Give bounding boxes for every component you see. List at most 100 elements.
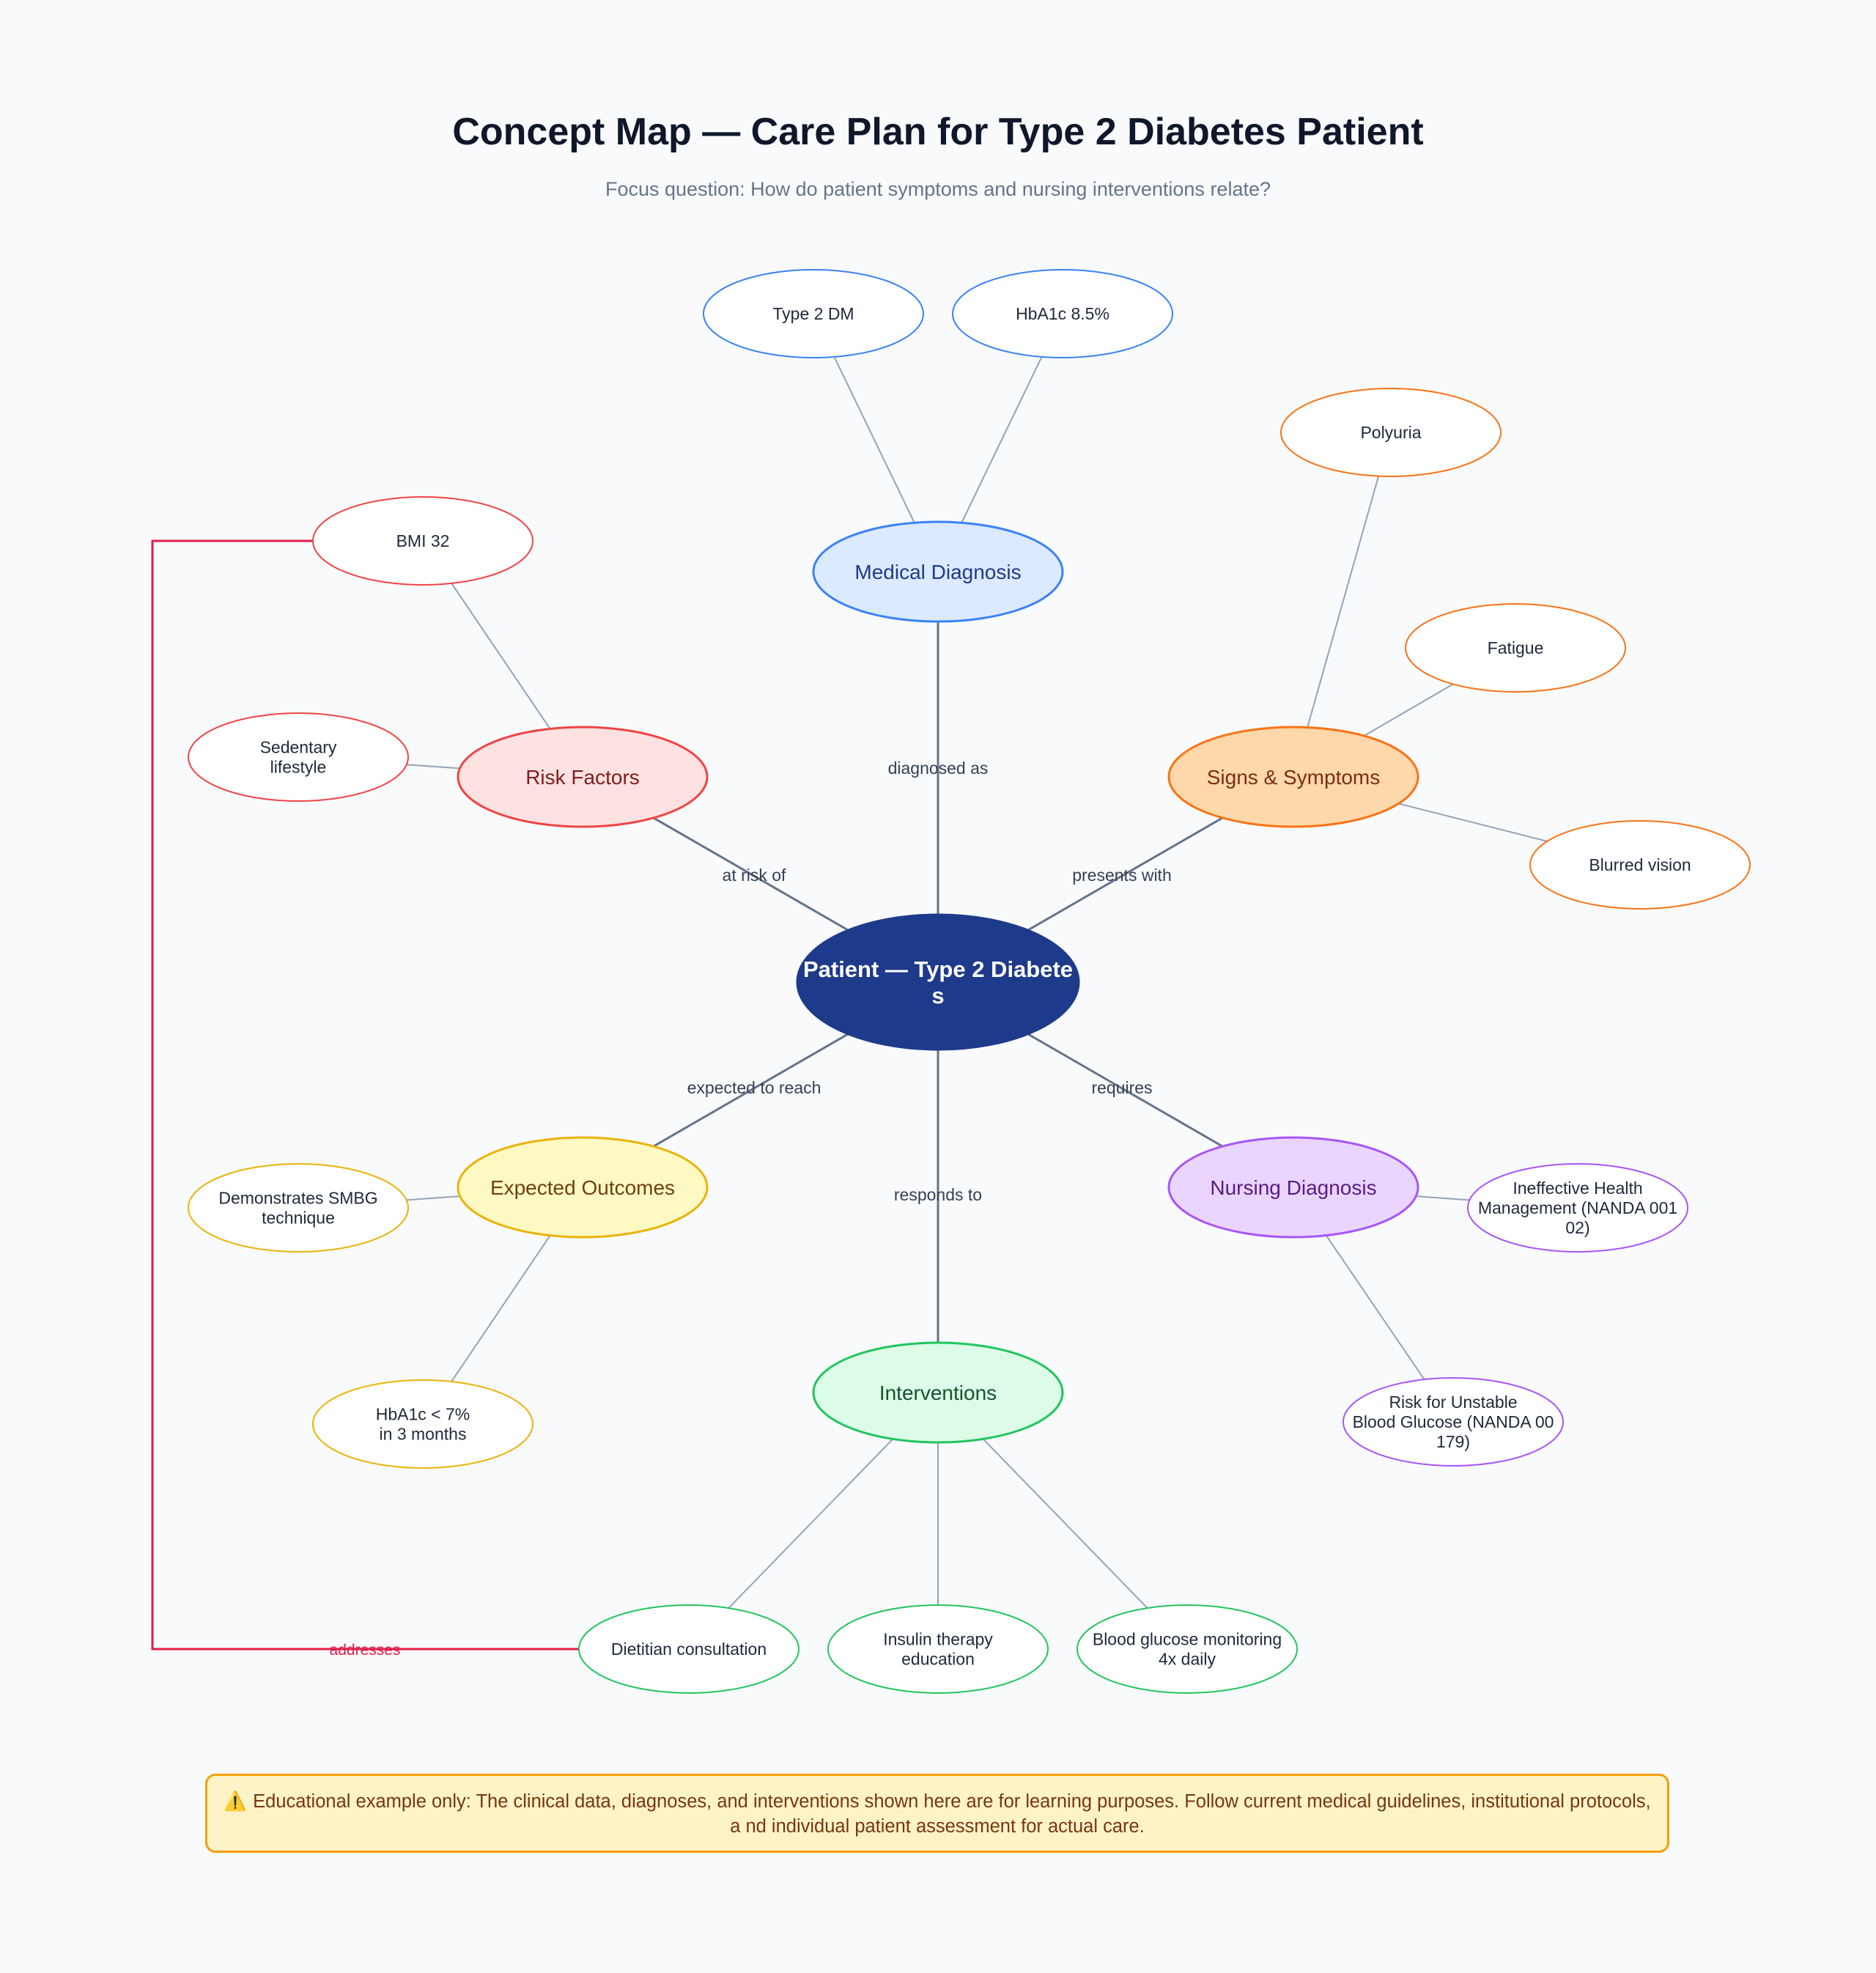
category-signs-symptoms[interactable]: Signs & Symptoms	[1167, 726, 1419, 828]
category-risk-factors[interactable]: Risk Factors	[457, 726, 709, 828]
sublink-signs-symptoms	[1398, 803, 1548, 842]
category-nursing-diagnosis-label: Nursing Diagnosis	[1210, 1176, 1376, 1199]
concept-insulin-therapy-education-shape	[827, 1604, 1049, 1694]
category-expected-outcomes[interactable]: Expected Outcomes	[457, 1136, 709, 1239]
sublink-signs-symptoms	[1363, 683, 1454, 737]
category-signs-symptoms-label: Signs & Symptoms	[1207, 766, 1381, 789]
sublink-nursing-diagnosis	[1416, 1195, 1470, 1201]
concept-ineffective-health-management-nanda-001-02-label: 02)	[1565, 1218, 1589, 1237]
link-signs-symptoms	[1027, 816, 1223, 932]
concept-type-2-dm[interactable]: Type 2 DM	[703, 269, 924, 358]
warning-icon: ⚠️	[224, 1791, 248, 1812]
concept-hba1c-7-in-3-months-label: in 3 months	[380, 1425, 467, 1444]
concept-ineffective-health-management-nanda-001-02-label: Management (NANDA 001	[1478, 1198, 1677, 1217]
category-medical-diagnosis-label: Medical Diagnosis	[854, 561, 1021, 583]
disclaimer-banner: ⚠️Educational example only: The clinical…	[205, 1774, 1669, 1853]
category-nursing-diagnosis[interactable]: Nursing Diagnosis	[1167, 1136, 1419, 1239]
category-interventions[interactable]: Interventions	[812, 1341, 1064, 1444]
page-title: Concept Map — Care Plan for Type 2 Diabe…	[452, 111, 1424, 153]
link-nursing-diagnosis	[1027, 1033, 1223, 1148]
link-risk-factors	[653, 816, 849, 932]
concept-risk-for-unstable-blood-glucose-nanda-00-179-label: 179)	[1436, 1432, 1470, 1451]
link-label-text: expected to reach	[687, 1078, 821, 1097]
concept-sedentary-lifestyle-label: Sedentary	[260, 738, 337, 757]
central-concept-shape	[796, 913, 1080, 1051]
category-risk-factors-label: Risk Factors	[525, 766, 640, 789]
sublink-nursing-diagnosis	[1325, 1235, 1425, 1380]
concept-risk-for-unstable-blood-glucose-nanda-00-179-shape	[1343, 1377, 1564, 1467]
concept-demonstrates-smbg-technique-label: Demonstrates SMBG	[218, 1189, 377, 1208]
link-label-text: requires	[1091, 1078, 1152, 1097]
link-label-text: diagnosed as	[888, 759, 989, 778]
focus-question: Focus question: How do patient symptoms …	[605, 178, 1271, 200]
concept-ineffective-health-management-nanda-001-02-shape	[1467, 1163, 1688, 1253]
concept-blurred-vision-label: Blurred vision	[1589, 855, 1691, 874]
concept-dietitian-consultation[interactable]: Dietitian consultation	[578, 1604, 799, 1694]
concept-hba1c-8-5-shape	[952, 269, 1173, 358]
central-concept[interactable]: Patient — Type 2 Diabetes	[796, 913, 1080, 1051]
central-concept-label: Patient — Type 2 Diabete	[803, 956, 1073, 982]
link-label-risk-factors: at risk of	[723, 866, 787, 885]
concept-fatigue[interactable]: Fatigue	[1405, 603, 1626, 693]
concept-risk-for-unstable-blood-glucose-nanda-00-179-label: Blood Glucose (NANDA 00	[1353, 1412, 1554, 1431]
concept-hba1c-7-in-3-months[interactable]: HbA1c < 7%in 3 months	[312, 1379, 533, 1469]
category-risk-factors-shape	[457, 726, 709, 828]
concept-ineffective-health-management-nanda-001-02-label: Ineffective Health	[1513, 1179, 1642, 1198]
link-label-expected-outcomes: expected to reach	[687, 1078, 821, 1097]
concept-sedentary-lifestyle-label: lifestyle	[270, 758, 327, 777]
concept-fatigue-shape	[1405, 603, 1626, 693]
concept-hba1c-7-in-3-months-shape	[312, 1379, 533, 1469]
sublink-medical-diagnosis	[961, 356, 1043, 523]
category-signs-symptoms-shape	[1167, 726, 1419, 828]
concept-demonstrates-smbg-technique-label: technique	[262, 1209, 335, 1228]
link-label-medical-diagnosis: diagnosed as	[888, 759, 989, 778]
concept-bmi-32[interactable]: BMI 32	[312, 496, 533, 586]
concept-fatigue-label: Fatigue	[1488, 638, 1544, 657]
disclaimer-text: Educational example only: The clinical d…	[253, 1791, 1651, 1837]
concept-polyuria[interactable]: Polyuria	[1280, 388, 1502, 477]
concept-polyuria-shape	[1280, 388, 1502, 477]
sublink-signs-symptoms	[1307, 476, 1380, 728]
concept-insulin-therapy-education-label: education	[901, 1650, 975, 1669]
concept-bmi-32-label: BMI 32	[396, 531, 450, 550]
category-medical-diagnosis[interactable]: Medical Diagnosis	[812, 520, 1064, 623]
concept-hba1c-7-in-3-months-label: HbA1c < 7%	[376, 1405, 470, 1424]
sublink-interventions	[982, 1438, 1148, 1609]
link-label-signs-symptoms: presents with	[1072, 866, 1172, 885]
cross-link-addresses	[151, 539, 579, 1651]
sublink-medical-diagnosis	[833, 356, 915, 523]
concept-type-2-dm-shape	[703, 269, 924, 358]
concept-blood-glucose-monitoring-4x-daily-label: Blood glucose monitoring	[1093, 1630, 1282, 1649]
sublink-risk-factors	[451, 583, 551, 729]
concept-hba1c-8-5[interactable]: HbA1c 8.5%	[952, 269, 1173, 358]
sublink-risk-factors	[406, 764, 460, 770]
concept-demonstrates-smbg-technique-shape	[188, 1163, 409, 1253]
category-expected-outcomes-shape	[457, 1136, 709, 1239]
category-nursing-diagnosis-shape	[1167, 1136, 1419, 1239]
concept-type-2-dm-label: Type 2 DM	[772, 304, 854, 323]
concept-blood-glucose-monitoring-4x-daily-label: 4x daily	[1159, 1650, 1216, 1669]
link-label-interventions: responds to	[894, 1185, 982, 1204]
concept-risk-for-unstable-blood-glucose-nanda-00-179-label: Risk for Unstable	[1389, 1393, 1517, 1412]
concept-blurred-vision[interactable]: Blurred vision	[1529, 820, 1751, 910]
sublink-expected-outcomes	[451, 1235, 551, 1382]
link-label-text: responds to	[894, 1185, 982, 1204]
concept-blurred-vision-shape	[1529, 820, 1751, 910]
category-interventions-shape	[812, 1341, 1064, 1444]
category-expected-outcomes-label: Expected Outcomes	[490, 1176, 675, 1199]
concept-dietitian-consultation-shape	[578, 1604, 799, 1694]
category-medical-diagnosis-shape	[812, 520, 1064, 623]
concept-blood-glucose-monitoring-4x-daily-shape	[1077, 1604, 1298, 1694]
central-concept-label: s	[931, 983, 944, 1008]
link-label-nursing-diagnosis: requires	[1091, 1078, 1152, 1097]
category-interventions-label: Interventions	[879, 1382, 997, 1404]
link-expected-outcomes	[653, 1033, 849, 1148]
concept-insulin-therapy-education-label: Insulin therapy	[883, 1630, 993, 1649]
